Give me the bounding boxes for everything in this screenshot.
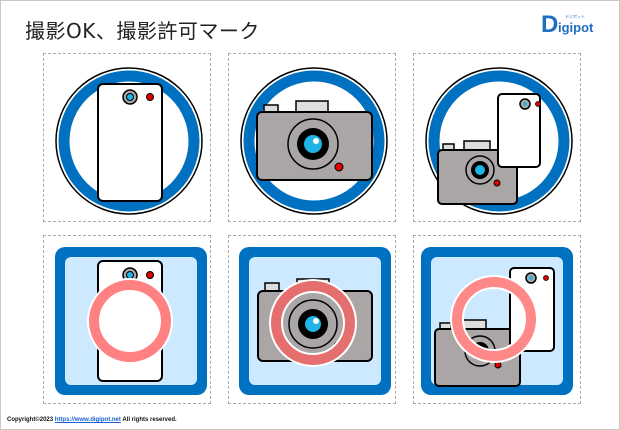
camera-ok-square-icon <box>239 247 391 395</box>
camera-phone-ok-square-icon <box>421 247 573 395</box>
icon-camera-phone-ok-square <box>413 235 581 404</box>
copyright-suffix: All rights reserved. <box>120 417 177 423</box>
smartphone-ok-round-icon <box>55 67 203 215</box>
svg-text:D: D <box>541 11 558 37</box>
copyright-prefix: Copyright©2023 <box>7 417 55 423</box>
icon-smartphone-camera-ok-round <box>43 53 211 222</box>
svg-text:デジポット: デジポット <box>565 13 585 19</box>
smartphone-ok-square-icon <box>55 247 207 395</box>
footer-copyright: Copyright©2023 https://www.digipot.net A… <box>7 417 177 423</box>
digipot-logo: D igipot デジポット <box>541 11 594 37</box>
camera-ok-round-icon <box>240 67 388 215</box>
icon-smartphone-camera-ok-square <box>43 235 211 404</box>
icon-camera-ok-square <box>228 235 396 404</box>
icon-camera-phone-ok-round <box>413 53 581 222</box>
page-title: 撮影OK、撮影許可マーク <box>25 19 260 43</box>
digipot-link[interactable]: https://www.digipot.net <box>54 417 121 423</box>
icon-camera-ok-round <box>228 53 396 222</box>
camera-phone-ok-round-icon <box>425 67 573 215</box>
svg-text:igipot: igipot <box>558 20 594 35</box>
